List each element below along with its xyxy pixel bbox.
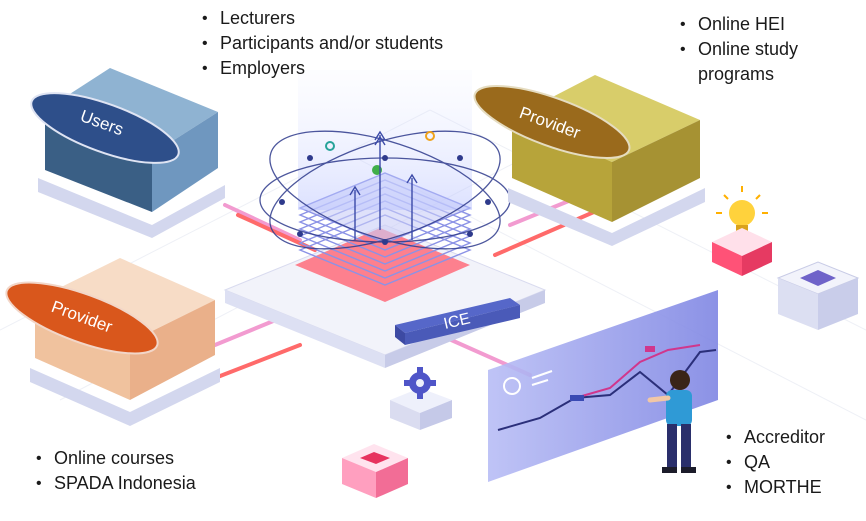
quality-list: Accreditor QA MORTHE	[722, 425, 825, 500]
users-item: Employers	[198, 56, 443, 81]
users-item: Lecturers	[198, 6, 443, 31]
provider-hei-box	[508, 75, 705, 246]
quality-item: MORTHE	[722, 475, 825, 500]
orbit-dot-teal	[325, 141, 335, 151]
quality-item: QA	[722, 450, 825, 475]
users-badge: Users	[30, 92, 180, 164]
users-list: Lecturers Participants and/or students E…	[198, 6, 443, 81]
pink-platform	[342, 444, 408, 498]
small-platform-right	[776, 261, 860, 330]
quality-item: Accreditor	[722, 425, 825, 450]
provider-courses-badge: Provider	[5, 281, 159, 355]
users-item: Participants and/or students	[198, 31, 443, 56]
gear-platform	[390, 367, 452, 430]
upward-arrows	[349, 130, 418, 240]
gear-icon	[404, 367, 436, 399]
person-figure	[647, 370, 696, 473]
analytics-chart	[488, 290, 718, 482]
ice-hub: ICE	[395, 298, 520, 345]
provider-courses-list: Online courses SPADA Indonesia	[32, 446, 196, 496]
ice-label: ICE	[442, 310, 472, 333]
orbit-dot-orange	[425, 131, 435, 141]
provider-hei-item: Online study programs	[676, 37, 858, 87]
hub-glow-pad	[295, 228, 470, 302]
lightbulb-icon	[712, 186, 772, 276]
provider-courses-item: SPADA Indonesia	[32, 471, 196, 496]
provider-courses-item: Online courses	[32, 446, 196, 471]
provider-hei-item: Online HEI	[676, 12, 858, 37]
provider-hei-badge: Provider	[473, 85, 631, 159]
orbit-nodes	[279, 155, 491, 245]
provider-hei-list: Online HEI Online study programs	[676, 12, 858, 87]
